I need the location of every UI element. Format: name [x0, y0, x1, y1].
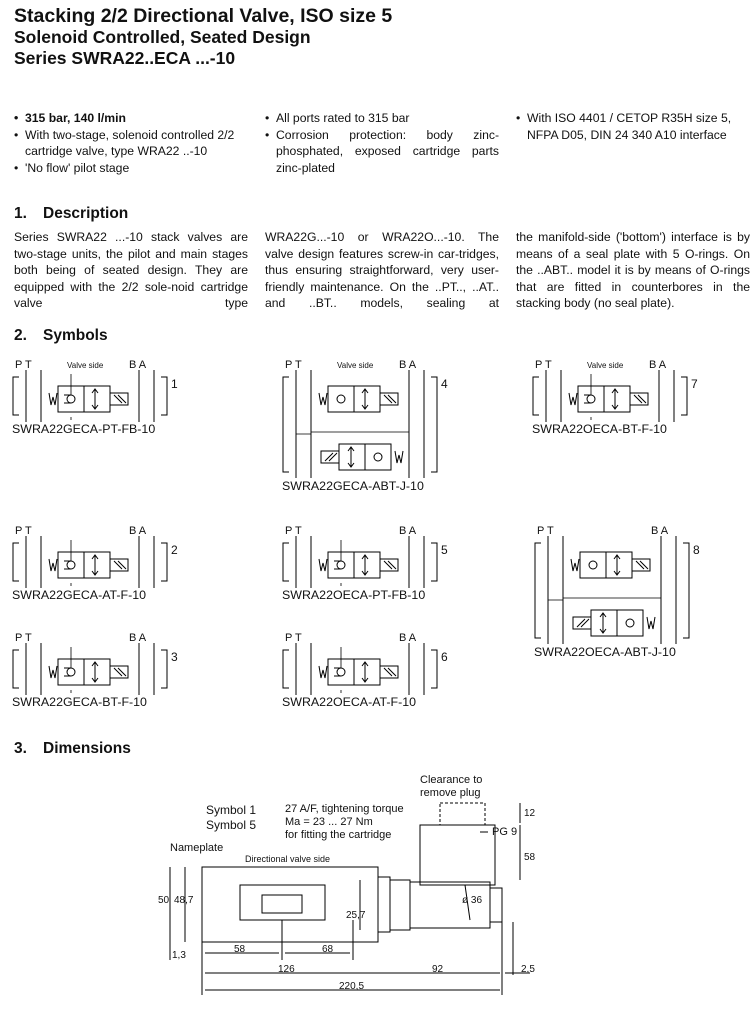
symbol-number: 8	[693, 543, 700, 557]
symbol-ports-left: P T	[285, 525, 302, 537]
dim-25-7: 25,7	[346, 910, 366, 921]
symbol-ports-right: B A	[129, 525, 147, 537]
dim-torque3: for fitting the cartridge	[285, 829, 392, 841]
symbol-number: 2	[171, 543, 178, 557]
dim-clearance1: Clearance to	[420, 774, 483, 786]
dim-58-vertical: 58	[524, 852, 536, 863]
description-col2: WRA22G...-10 or WRA22O...-10. The valve …	[265, 230, 499, 311]
cartridge-hex	[377, 876, 391, 933]
dim-valve-side: Directional valve side	[245, 854, 331, 864]
symbol-number: 6	[441, 650, 448, 664]
dim-58: 58	[234, 944, 246, 955]
dim-126: 126	[278, 964, 295, 975]
symbol-ports-right: B A	[129, 359, 147, 371]
dim-clearance2: remove plug	[420, 787, 481, 799]
dim-12: 12	[524, 808, 536, 819]
symbol-ports-left: P T	[15, 359, 32, 371]
feature-item: With ISO 4401 / CETOP R35H size 5, NFPA …	[516, 110, 750, 143]
dim-symbol5: Symbol 5	[206, 818, 257, 832]
symbol-ports-left: P T	[535, 359, 552, 371]
symbol-number: 1	[171, 377, 178, 391]
features-col3: With ISO 4401 / CETOP R35H size 5, NFPA …	[516, 110, 750, 143]
symbol-ports-left: P T	[537, 525, 554, 537]
feature-item: Corrosion protection: body zinc-phosphat…	[265, 127, 499, 177]
symbol-label: SWRA22GECA-PT-FB-10	[12, 422, 156, 436]
symbol-label: SWRA22GECA-AT-F-10	[12, 588, 147, 602]
symbol-label: SWRA22OECA-ABT-J-10	[534, 645, 676, 659]
features-col2: All ports rated to 315 bar Corrosion pro…	[265, 110, 499, 176]
symbol-ports-right: B A	[649, 359, 667, 371]
dim-torque1: 27 A/F, tightening torque	[285, 803, 404, 815]
dim-nameplate: Nameplate	[170, 842, 224, 854]
symbol-number: 7	[691, 377, 698, 391]
features-col1: 315 bar, 140 l/min With two-stage, solen…	[14, 110, 248, 176]
cartridge-body	[389, 879, 411, 931]
dim-36: ø 36	[462, 895, 483, 906]
section-description-heading: 1.Description	[14, 205, 129, 222]
symbol-label: SWRA22OECA-AT-F-10	[282, 695, 417, 709]
section-dimensions-heading: 3.Dimensions	[14, 740, 131, 757]
symbol-number: 5	[441, 543, 448, 557]
dim-pg9: PG 9	[492, 826, 518, 838]
dim-48-7: 48,7	[174, 895, 194, 906]
symbol-ports-right: B A	[129, 632, 147, 644]
feature-item: All ports rated to 315 bar	[265, 110, 499, 127]
series: Series SWRA22..ECA ...-10	[14, 48, 236, 68]
symbol-ports-left: P T	[15, 632, 32, 644]
symbol-ports-right: B A	[399, 632, 417, 644]
symbol-ports-left: P T	[15, 525, 32, 537]
description-col1: Series SWRA22 ...-10 stack valves are tw…	[14, 230, 248, 311]
feature-item: 'No flow' pilot stage	[14, 160, 248, 177]
symbol-valve-side: Valve side	[67, 361, 104, 370]
dim-1-3: 1,3	[172, 950, 186, 961]
solenoid-nut	[489, 887, 503, 923]
plug	[419, 824, 496, 886]
description-col3: the manifold-side ('bottom') interface i…	[516, 230, 750, 311]
symbol-valve-side: Valve side	[337, 361, 374, 370]
dim-68: 68	[322, 944, 334, 955]
section-symbols-heading: 2.Symbols	[14, 327, 108, 344]
symbol-label: SWRA22OECA-PT-FB-10	[282, 588, 426, 602]
feature-item: 315 bar, 140 l/min	[14, 110, 248, 127]
symbol-ports-left: P T	[285, 632, 302, 644]
dim-2-5: 2,5	[521, 964, 535, 975]
symbol-ports-right: B A	[399, 359, 417, 371]
dim-symbol1: Symbol 1	[206, 803, 257, 817]
dim-220-5: 220,5	[339, 981, 365, 992]
page-title: Stacking 2/2 Directional Valve, ISO size…	[14, 6, 392, 69]
symbol-valve-side: Valve side	[587, 361, 624, 370]
subtitle: Solenoid Controlled, Seated Design	[14, 27, 311, 47]
symbol-label: SWRA22GECA-BT-F-10	[12, 695, 147, 709]
feature-item: With two-stage, solenoid controlled 2/2 …	[14, 127, 248, 160]
symbol-ports-left: P T	[285, 359, 302, 371]
symbol-number: 3	[171, 650, 178, 664]
valve-body	[201, 866, 379, 943]
symbol-ports-right: B A	[399, 525, 417, 537]
symbol-label: SWRA22OECA-BT-F-10	[532, 422, 667, 436]
nameplate-symbol	[261, 894, 303, 914]
plug-clearance	[439, 802, 486, 826]
dim-50: 50	[158, 895, 170, 906]
symbol-ports-right: B A	[651, 525, 669, 537]
title: Stacking 2/2 Directional Valve, ISO size…	[14, 5, 393, 27]
symbol-number: 4	[441, 377, 448, 391]
dim-torque2: Ma = 23 ... 27 Nm	[285, 816, 373, 828]
dim-92: 92	[432, 964, 444, 975]
symbol-label: SWRA22GECA-ABT-J-10	[282, 479, 424, 493]
